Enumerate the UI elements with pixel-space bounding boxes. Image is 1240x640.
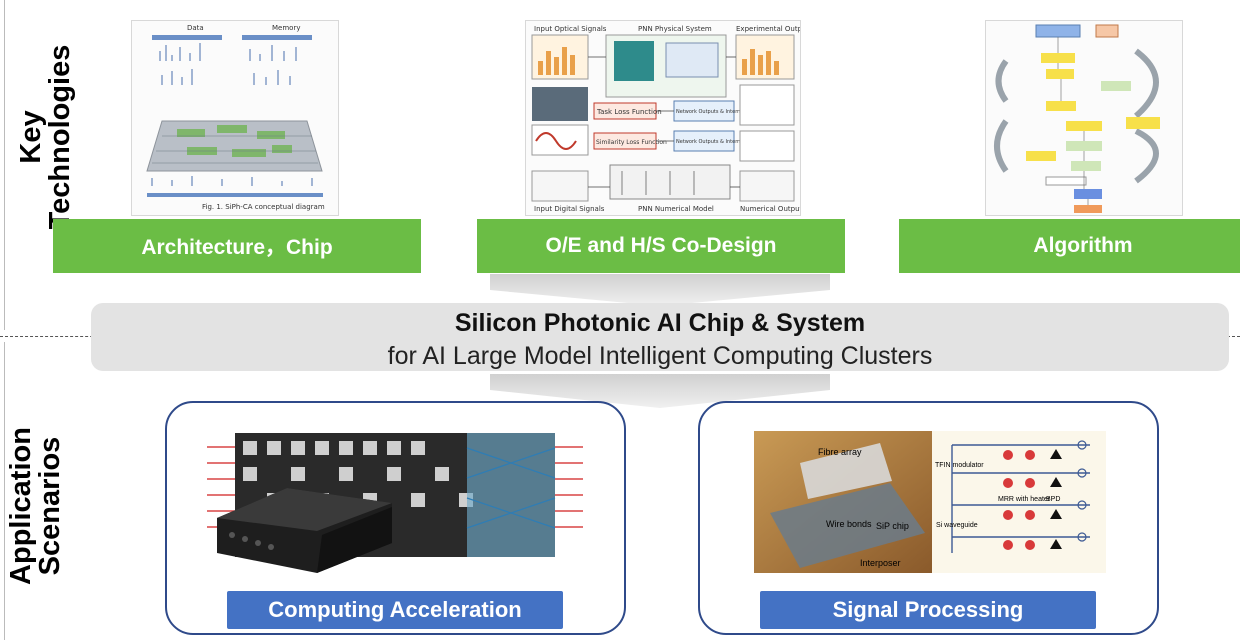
application-scenarios-label: Application Scenarios <box>5 406 69 606</box>
fig2-header-pnn: PNN Physical System <box>638 25 712 33</box>
signal-processing-panel: Fibre array Wire bonds SiP chip Interpos… <box>698 401 1159 635</box>
fibre-array-label: Fibre array <box>818 447 862 457</box>
down-arrow-top-icon <box>490 274 830 306</box>
si-waveguide-label: Si waveguide <box>936 522 978 529</box>
algorithm-bar: Algorithm <box>899 219 1240 273</box>
fig2-optical-outputs: Network Outputs & Internal States (Optic… <box>676 109 785 115</box>
oe-hs-codesign-bar: O/E and H/S Co-Design <box>477 219 845 273</box>
fig2-similarity-loss: Similarity Loss Function <box>596 139 667 146</box>
application-scenarios-line-1: Application <box>5 427 37 585</box>
bpd-label: BPD <box>1046 496 1060 503</box>
fig2-task-loss: Task Loss Function <box>596 108 662 116</box>
co-design-figure: Input Optical Signals PNN Physical Syste… <box>525 20 801 216</box>
fig2-footer-input: Input Digital Signals <box>534 205 605 213</box>
sip-chip-label: SiP chip <box>876 521 909 531</box>
left-rule-top <box>4 0 5 330</box>
application-scenarios-line-2: Scenarios <box>34 436 66 576</box>
fig1-label-memory: Memory <box>272 24 300 32</box>
computing-acceleration-label: Computing Acceleration <box>268 597 522 622</box>
fig2-digital-outputs: Network Outputs & Internal States (Digit… <box>676 139 784 145</box>
key-technologies-label: Key Technologies <box>15 37 79 237</box>
fig2-header-outputs: Experimental Outputs <box>736 25 800 33</box>
signal-processing-label: Signal Processing <box>832 597 1024 622</box>
architecture-figure: Data Memory Fig. 1. SiPh-CA con <box>131 20 339 216</box>
architecture-chip-bar: Architecture，Chip <box>53 219 421 273</box>
key-technologies-line-2: Technologies <box>44 44 76 230</box>
architecture-chip-label: Architecture，Chip <box>141 236 333 259</box>
computing-acceleration-panel: Computing Acceleration <box>165 401 626 635</box>
signal-processing-bar: Signal Processing <box>760 591 1096 629</box>
fig1-label-data: Data <box>187 24 204 32</box>
fig1-caption: Fig. 1. SiPh-CA conceptual diagram <box>202 203 325 211</box>
down-arrow-bottom-icon <box>490 374 830 408</box>
center-summary-box: Silicon Photonic AI Chip & System for AI… <box>91 303 1229 371</box>
left-rule-bottom <box>4 342 5 640</box>
center-title: Silicon Photonic AI Chip & System <box>454 309 866 337</box>
tfln-modulator-label: TFIN modulator <box>935 462 984 469</box>
oe-hs-codesign-label: O/E and H/S Co-Design <box>545 234 777 257</box>
computing-acceleration-bar: Computing Acceleration <box>227 591 563 629</box>
key-technologies-line-1: Key <box>15 110 47 164</box>
center-subtitle: for AI Large Model Intelligent Computing… <box>387 342 933 370</box>
fig2-footer-outputs: Numerical Outputs <box>740 205 800 213</box>
fig2-footer-pnn: PNN Numerical Model <box>638 205 714 213</box>
algorithm-figure <box>985 20 1183 216</box>
wire-bonds-label: Wire bonds <box>826 519 872 529</box>
algorithm-label: Algorithm <box>1033 234 1133 257</box>
interposer-label: Interposer <box>860 558 901 568</box>
fig2-header-input: Input Optical Signals <box>534 25 607 33</box>
mrr-heater-label: MRR with heater <box>998 496 1051 503</box>
